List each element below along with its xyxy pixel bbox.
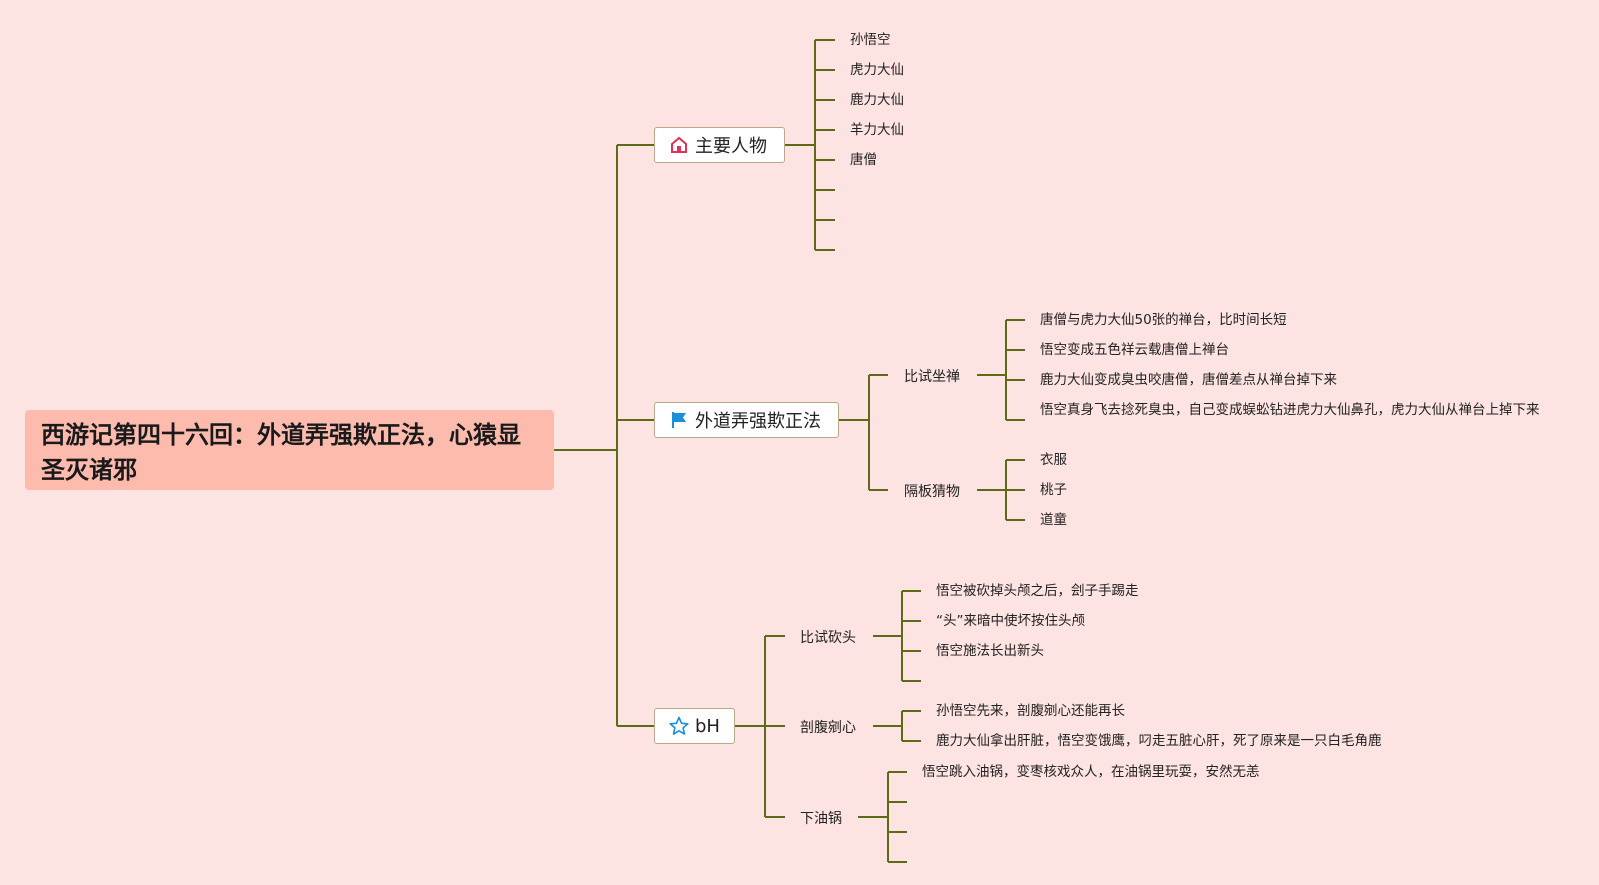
flag-icon <box>669 410 689 430</box>
branch-label: 外道弄强欺正法 <box>695 411 821 432</box>
leaf-item[interactable]: 鹿力大仙 <box>850 92 904 108</box>
leaf-item[interactable]: “头”来暗中使坏按住头颅 <box>936 613 1085 629</box>
leaf-item[interactable]: 道童 <box>1040 512 1067 528</box>
leaf-item[interactable]: 鹿力大仙拿出肝脏，悟空变饿鹰，叼走五脏心肝，死了原来是一只白毛角鹿 <box>936 733 1382 749</box>
branch-bh[interactable]: bH <box>654 708 735 744</box>
branch-main-characters[interactable]: 主要人物 <box>654 127 785 163</box>
leaf-item[interactable]: 悟空施法长出新头 <box>936 643 1044 659</box>
leaf-item[interactable]: 羊力大仙 <box>850 122 904 138</box>
sub-oil-cauldron[interactable]: 下油锅 <box>800 811 842 827</box>
leaf-item[interactable]: 孙悟空先来，剖腹剜心还能再长 <box>936 703 1125 719</box>
star-icon <box>669 716 689 736</box>
leaf-item[interactable]: 悟空跳入油锅，变枣核戏众人，在油锅里玩耍，安然无恙 <box>922 764 1260 780</box>
leaf-item[interactable]: 孙悟空 <box>850 32 891 48</box>
home-icon <box>669 135 689 155</box>
leaf-item[interactable]: 悟空变成五色祥云载唐僧上禅台 <box>1040 342 1229 358</box>
branch-heresy[interactable]: 外道弄强欺正法 <box>654 402 839 438</box>
leaf-item[interactable]: 悟空真身飞去捻死臭虫，自己变成蜈蚣钻进虎力大仙鼻孔，虎力大仙从禅台上掉下来 <box>1040 402 1540 418</box>
sub-cut-open[interactable]: 剖腹剜心 <box>800 720 856 736</box>
leaf-item[interactable]: 唐僧与虎力大仙50张的禅台，比时间长短 <box>1040 312 1287 328</box>
root-topic[interactable]: 西游记第四十六回：外道弄强欺正法，心猿显圣灭诸邪 <box>25 410 554 490</box>
leaf-item[interactable]: 衣服 <box>1040 452 1067 468</box>
sub-beheading-contest[interactable]: 比试砍头 <box>800 630 856 646</box>
sub-meditation-contest[interactable]: 比试坐禅 <box>904 369 960 385</box>
sub-guess-objects[interactable]: 隔板猜物 <box>904 484 960 500</box>
branch-label: 主要人物 <box>695 136 767 157</box>
leaf-item[interactable]: 唐僧 <box>850 152 877 168</box>
leaf-item[interactable]: 虎力大仙 <box>850 62 904 78</box>
branch-label: bH <box>695 715 720 737</box>
leaf-item[interactable]: 鹿力大仙变成臭虫咬唐僧，唐僧差点从禅台掉下来 <box>1040 372 1337 388</box>
leaf-item[interactable]: 桃子 <box>1040 482 1067 498</box>
leaf-item[interactable]: 悟空被砍掉头颅之后，刽子手踢走 <box>936 583 1139 599</box>
